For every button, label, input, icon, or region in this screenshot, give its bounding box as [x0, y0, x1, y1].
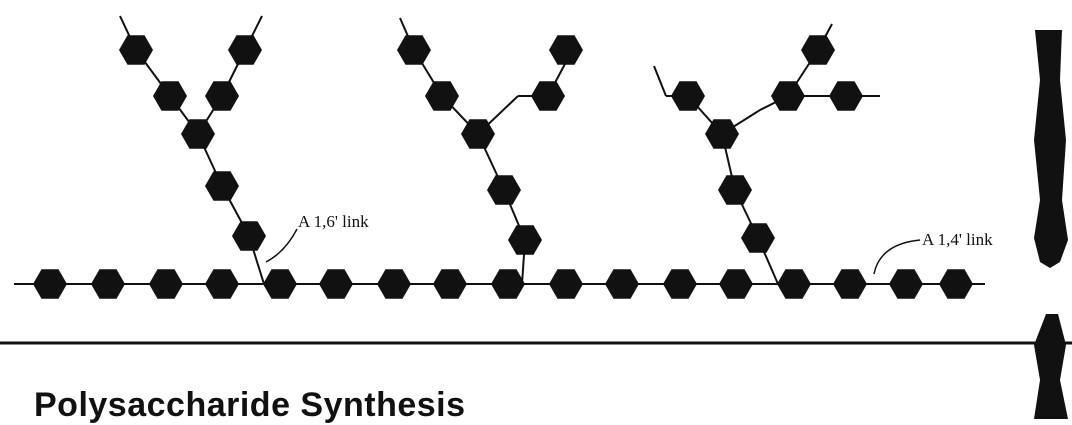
glucose-residue [205, 269, 239, 299]
branch-glucose-residue [508, 225, 542, 255]
branch-glucose-residue [232, 221, 266, 251]
branch-glucose-residue [205, 81, 239, 111]
glucose-residue [263, 269, 297, 299]
glucose-residue [33, 269, 67, 299]
branch-glucose-residue [741, 223, 775, 253]
glucose-residue [777, 269, 811, 299]
branch-glucose-residue [181, 119, 215, 149]
edge-artifact [1034, 30, 1068, 268]
branch-glucose-residue [549, 35, 583, 65]
branch-glucose-residue [425, 81, 459, 111]
branch-end-bond [653, 65, 667, 97]
branch-glucose-residue [801, 35, 835, 65]
branch-glucose-residue [487, 175, 521, 205]
link-16-pointer [265, 228, 298, 263]
branch-glucose-residue [397, 35, 431, 65]
branch-glucose-residue [671, 81, 705, 111]
glucose-residue [377, 269, 411, 299]
glucose-residue [719, 269, 753, 299]
edge-artifact-lower [1034, 314, 1068, 419]
section-heading: Polysaccharide Synthesis [34, 386, 466, 424]
glucose-residues [33, 35, 973, 299]
glucose-residue [433, 269, 467, 299]
glucose-residue [491, 269, 525, 299]
branch-glucose-residue [205, 171, 239, 201]
link-16-label: A 1,6' link [298, 212, 369, 231]
branch-glucose-residue [461, 119, 495, 149]
glucose-residue [605, 269, 639, 299]
glucose-residue [149, 269, 183, 299]
glucose-residue [939, 269, 973, 299]
branch-glucose-residue [705, 119, 739, 149]
branch-glucose-residue [119, 35, 153, 65]
glucose-residue [889, 269, 923, 299]
glucose-residue [91, 269, 125, 299]
glucose-residue [319, 269, 353, 299]
branch-glucose-residue [718, 175, 752, 205]
link-14-label: A 1,4' link [922, 230, 993, 249]
glucose-residue [549, 269, 583, 299]
branch-glucose-residue [829, 81, 863, 111]
branch-glucose-residue [771, 81, 805, 111]
glucose-residue [833, 269, 867, 299]
link-14-pointer [873, 239, 921, 275]
branch-glucose-residue [153, 81, 187, 111]
branch-glucose-residue [228, 35, 262, 65]
glucose-residue [663, 269, 697, 299]
branch-glucose-residue [531, 81, 565, 111]
